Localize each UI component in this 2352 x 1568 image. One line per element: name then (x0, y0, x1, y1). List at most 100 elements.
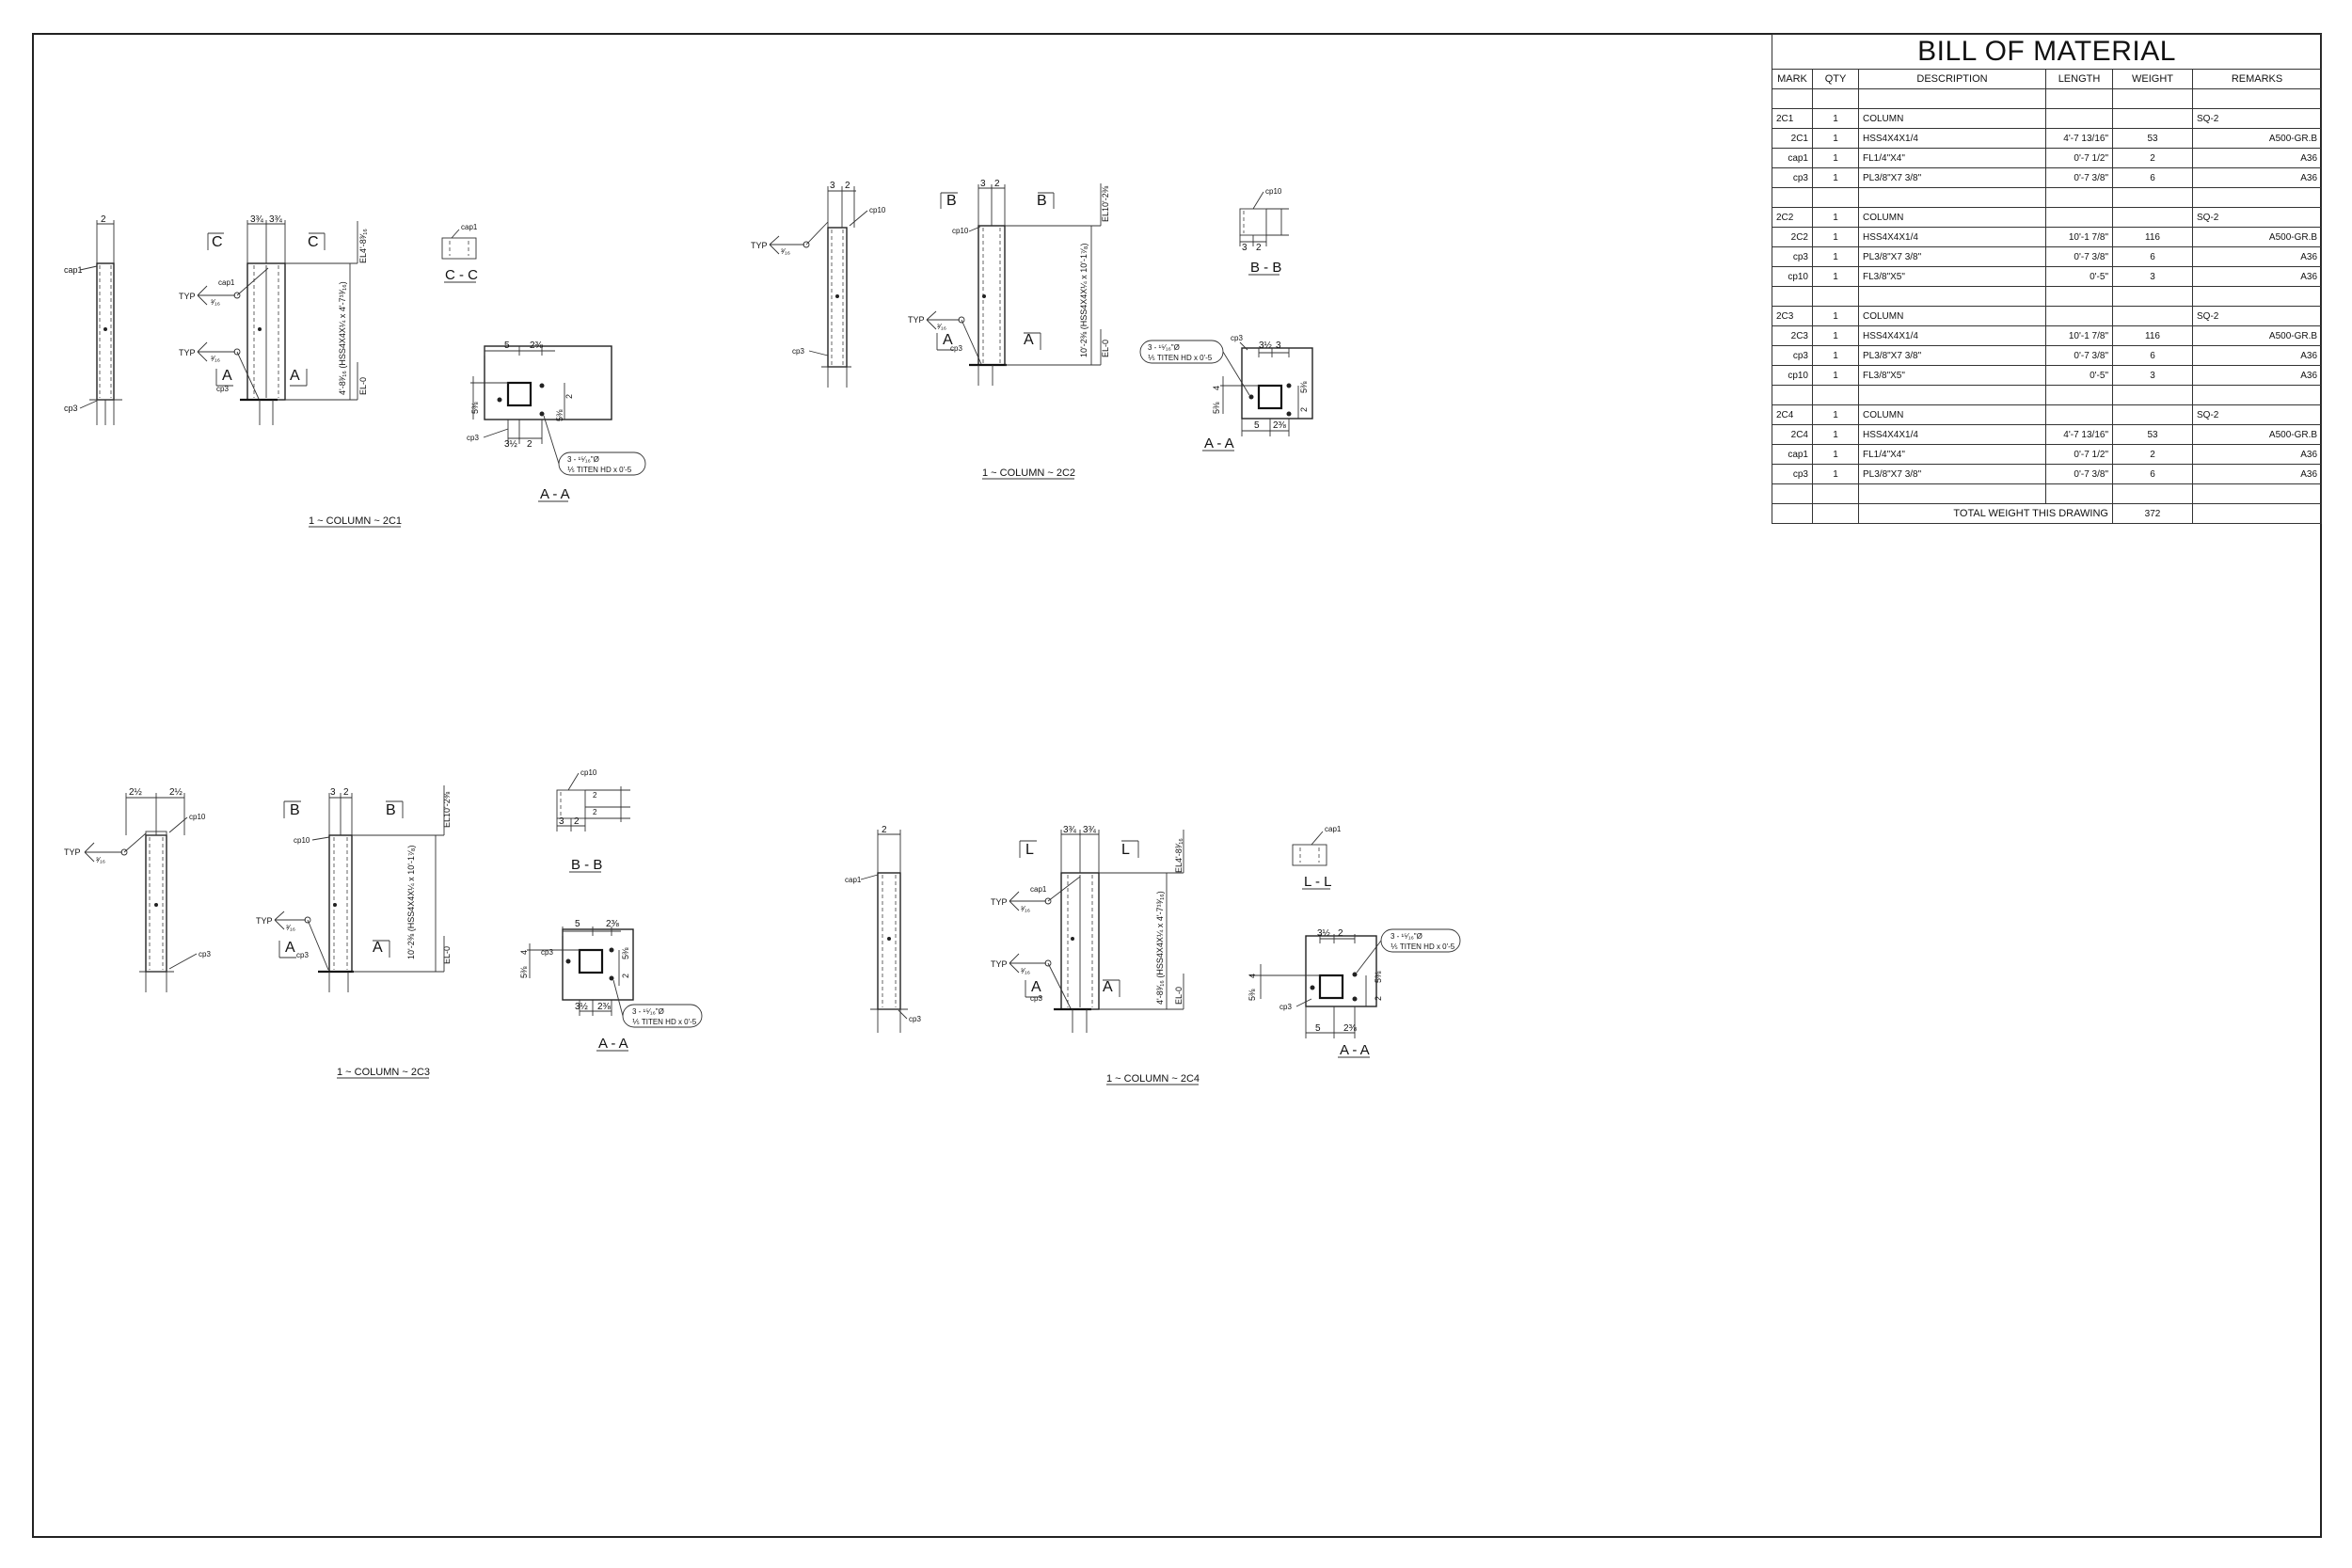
section-title: B - B (571, 857, 602, 873)
bom-cell-qty: 1 (1812, 227, 1859, 247)
bom-cell-remarks (2191, 385, 2323, 405)
weld-typ-label: TYP (751, 241, 768, 250)
bom-cell-length (2045, 108, 2113, 129)
column-2c3-drawing: 2½ 2½ cp10 TYP ³⁄₁₆ cp3 (64, 768, 703, 1079)
dim-label: 2⅜ (597, 1002, 612, 1012)
elevation-bottom-label: EL-0 (442, 946, 452, 964)
dim-label: 2 (343, 787, 349, 798)
bom-cell-mark (1772, 483, 1813, 504)
section-mark: A (285, 940, 295, 956)
bom-cell-qty: 1 (1812, 167, 1859, 188)
section-mark: L (1121, 842, 1130, 858)
dim-label: 5⅜ (1248, 989, 1257, 1001)
column-2c3-section-bb: 2 2 cp10 3 2 B - B (556, 768, 630, 873)
bom-cell-mark: cp10 (1772, 266, 1813, 287)
bom-cell-qty (1812, 286, 1859, 307)
bom-cell-weight (2112, 306, 2193, 326)
bom-cell-desc: HSS4X4X1/4 (1858, 128, 2046, 149)
bom-cell-length: 0'-7 3/8" (2045, 345, 2113, 366)
section-mark: A (1024, 332, 1034, 348)
dim-label: 3¾ (250, 214, 264, 225)
bom-cell-remarks (2191, 187, 2323, 208)
bom-cell-remarks: A36 (2191, 266, 2323, 287)
bom-cell-length: 0'-7 3/8" (2045, 167, 2113, 188)
weld-typ-label: TYP (908, 315, 925, 325)
dim-label: 5⅜ (470, 402, 480, 414)
dim-label: 5⅜ (1299, 381, 1309, 393)
bom-cell-mark (1772, 88, 1813, 109)
dim-label: 3¾ (1083, 825, 1097, 835)
elevation-bottom-label: EL-0 (1101, 340, 1110, 357)
part-label-cp: cp3 (541, 948, 553, 957)
bolt-note: ⅕ TITEN HD x 0'-5 (1391, 942, 1455, 951)
bom-cell-weight: 2 (2112, 148, 2193, 168)
dim-label: 2⅜ (530, 341, 544, 351)
bom-cell-length: 0'-5" (2045, 266, 2113, 287)
bom-cell-mark (1772, 187, 1813, 208)
bom-cell-remarks: A500-GR.B (2191, 227, 2323, 247)
section-mark: A (943, 332, 953, 348)
bom-cell-mark: 2C2 (1772, 227, 1813, 247)
column-2c3-section-aa: 5 2⅜ 3½ 2⅜ 4 5⅜ 5⅜ 2 cp3 3 - ¹⁵⁄₁₆"Ø ⅕ T… (519, 919, 703, 1052)
dim-label: 2 (845, 181, 850, 191)
column-2c1-piece-view: 2 cap1 cp3 (64, 214, 122, 425)
dim-label: 2 (564, 394, 574, 399)
bom-cell-mark: 2C2 (1772, 207, 1813, 228)
bom-cell-mark: cp3 (1772, 246, 1813, 267)
bom-cell-length (2045, 187, 2113, 208)
section-title: C - C (445, 267, 478, 283)
bom-cell-mark: 2C4 (1772, 404, 1813, 425)
bom-row (1772, 88, 2323, 109)
bom-cell-remarks: SQ-2 (2191, 306, 2323, 326)
bom-cell-remarks: A500-GR.B (2191, 424, 2323, 445)
bom-cell-weight: 6 (2112, 345, 2193, 366)
bom-cell-weight (2112, 286, 2193, 307)
bom-cell-weight: 6 (2112, 167, 2193, 188)
column-2c1-section-cc: cap1 C - C (441, 223, 478, 283)
section-mark: B (290, 802, 300, 818)
bom-cell-qty: 1 (1812, 148, 1859, 168)
part-label-cp: cp3 (950, 344, 962, 353)
dim-label: 5⅜ (1374, 971, 1383, 983)
bom-cell-desc (1858, 88, 2046, 109)
bom-header-length: LENGTH (2045, 69, 2113, 89)
elevation-dimension: 10'-2⅜ (HSS4X4X¼ x 10'-1⁷⁄₈) (1079, 244, 1089, 357)
bom-cell-remarks: A500-GR.B (2191, 325, 2323, 346)
section-title: L - L (1304, 874, 1331, 890)
weld-typ-label: TYP (64, 847, 81, 857)
bom-cell-qty: 1 (1812, 365, 1859, 386)
dim-label: 3 (330, 787, 336, 798)
dim-label: 2 (1338, 928, 1343, 939)
dim-label: 3 (559, 816, 564, 827)
bom-cell-mark (1772, 385, 1813, 405)
bom-cell-desc: FL1/4"X4" (1858, 148, 2046, 168)
part-label-cp: cp3 (1030, 994, 1042, 1003)
column-2c4-piece-view: 2 cap1 cp3 (845, 825, 921, 1033)
column-2c2-piece-view: 3 2 cp10 TYP ³⁄₁₆ cp3 (751, 181, 886, 388)
bom-cell-weight: 116 (2112, 227, 2193, 247)
dim-label: 3½ (1317, 928, 1331, 939)
section-mark: C (212, 234, 223, 250)
bom-cell-desc: PL3/8"X7 3/8" (1858, 345, 2046, 366)
dim-label: 2 (527, 439, 532, 450)
section-title: A - A (598, 1036, 628, 1052)
dim-label: 2 (574, 816, 580, 827)
bom-total-row: TOTAL WEIGHT THIS DRAWING 372 (1772, 503, 2323, 524)
dim-label: 2 (621, 974, 630, 978)
bom-cell-length (2045, 88, 2113, 109)
bom-cell-weight: 6 (2112, 464, 2193, 484)
elevation-top-label: EL4'-8³⁄₁₆ (358, 229, 368, 263)
weld-size: ³⁄₁₆ (937, 323, 946, 331)
elevation-top-label: EL10'-2⅜ (1101, 185, 1110, 222)
dim-label: 3 (830, 181, 835, 191)
part-label-cap: cp10 (1265, 187, 1282, 196)
bom-cell-length: 4'-7 13/16" (2045, 128, 2113, 149)
column-2c2-section-bb: cp10 3 2 B - B (1239, 187, 1289, 276)
column-2c3-piece-view: 2½ 2½ cp10 TYP ³⁄₁₆ cp3 (64, 787, 211, 992)
